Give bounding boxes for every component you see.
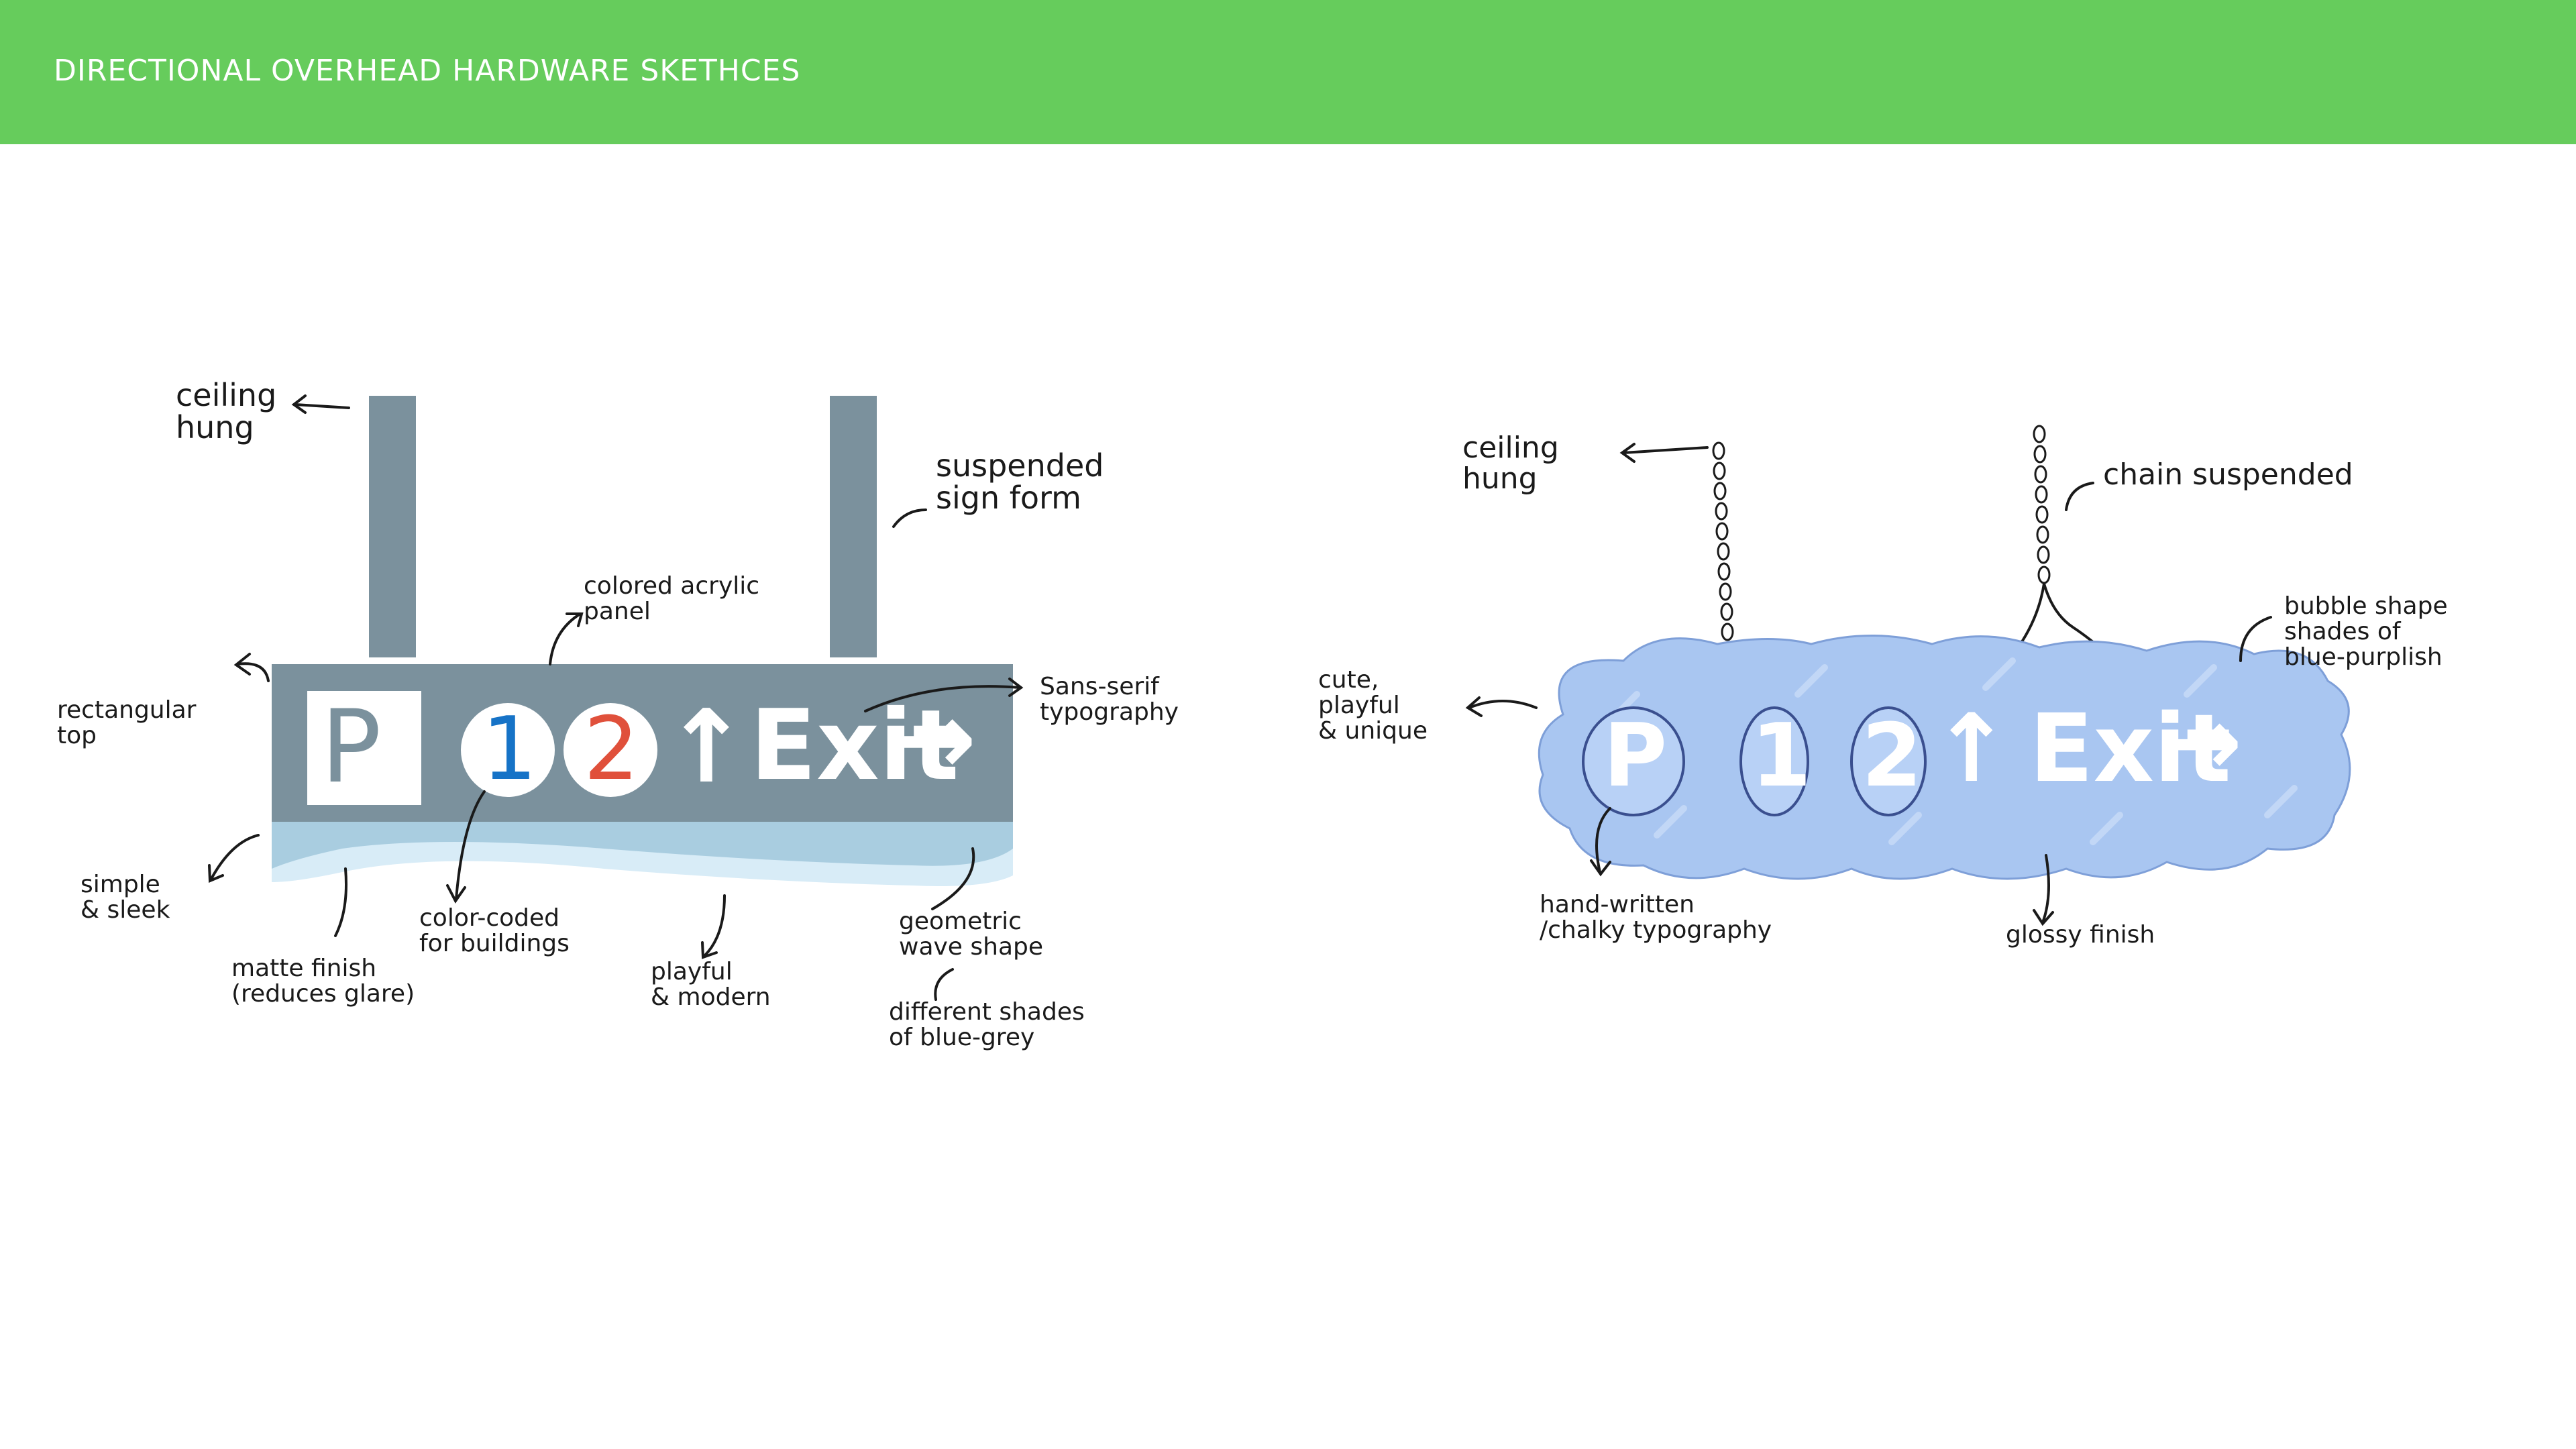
sketch1-note-suspended: suspended sign form xyxy=(936,447,1104,517)
sketch1-note-sans: Sans-serif typography xyxy=(1040,673,1179,726)
sketch1-note-matte: matte finish (reduces glare) xyxy=(231,955,415,1008)
sketch1-arrow-sans xyxy=(864,685,1021,712)
sketch2-arrow-glossy-head xyxy=(2033,909,2054,926)
sketch2-note-bubble: bubble shape shades of blue-purplish xyxy=(2284,592,2448,671)
sketch1-note-ceiling: ceiling hung xyxy=(176,377,277,446)
sketch2-oval-one xyxy=(1739,706,1809,816)
header-bar: DIRECTIONAL OVERHEAD HARDWARE SKETHCES xyxy=(0,0,2576,144)
sketch1-arrow-matte xyxy=(334,867,347,937)
sketch1-circle-one xyxy=(461,703,555,797)
sketch1-arrow-geometric xyxy=(931,847,975,910)
sketch2-arrow-hand xyxy=(1595,807,1611,873)
sketch2-note-hand: hand-written /chalky typography xyxy=(1540,891,1772,944)
sketch2-arrow-bubble xyxy=(2239,616,2272,662)
sketch1-arrow-color xyxy=(455,790,486,900)
sketch1-post-left xyxy=(369,396,416,657)
sketch2-arrow-chain xyxy=(2065,482,2094,511)
sketch1-note-rect-top: rectangular top xyxy=(57,696,197,749)
sketch1-arrow-color-head xyxy=(446,884,466,904)
sketch-canvas: P 1 2 ↑ Exit → ceiling hung suspended si… xyxy=(0,144,2576,1449)
sketch2-bubble xyxy=(1538,635,2351,880)
sketch1-note-simple: simple & sleek xyxy=(80,871,170,924)
sketch1-arrow-rect xyxy=(237,662,270,682)
sketch1-arrow-playful xyxy=(703,894,726,957)
sketch1-arrow-ceiling xyxy=(294,403,350,409)
sketch2-number-one: 1 xyxy=(1751,704,1812,806)
sketch2-arrow-cute-head xyxy=(1465,696,1483,717)
sketch2-note-ceiling: ceiling hung xyxy=(1462,431,1559,496)
sketch1-arrow-simple-head xyxy=(208,864,224,883)
sketch2-note-cute: cute, playful & unique xyxy=(1318,666,1428,745)
page-title: DIRECTIONAL OVERHEAD HARDWARE SKETHCES xyxy=(54,54,801,88)
sketch1-note-color: color-coded for buildings xyxy=(419,904,570,957)
sketch2-arrow-glossy xyxy=(2041,854,2050,924)
sketch1-arrow-acrylic-head xyxy=(566,612,584,627)
sketch1-note-playful: playful & modern xyxy=(651,958,771,1011)
sketch2-arrow-up-icon: ↑ xyxy=(1932,694,2011,804)
sketch1-exit-label: Exit xyxy=(750,689,959,802)
sketch2-number-two: 2 xyxy=(1862,704,1923,806)
sketch1-note-geometric: geometric wave shape xyxy=(899,908,1044,961)
sketch1-wave xyxy=(272,815,1013,869)
sketch1-number-two: 2 xyxy=(584,698,639,800)
sketch2-arrow-hand-head xyxy=(1590,859,1611,877)
sketch1-arrow-up-icon: ↑ xyxy=(664,689,749,806)
sketch2-arrow-right-icon: → xyxy=(2163,688,2243,797)
sketch1-p-letter: P xyxy=(321,689,382,806)
sketch1-note-acrylic: colored acrylic panel xyxy=(584,572,760,625)
sketch1-p-box xyxy=(307,691,421,805)
sketch2-note-glossy: glossy finish xyxy=(2006,921,2155,949)
sketch1-arrow-acrylic xyxy=(549,612,582,665)
sketch1-number-one: 1 xyxy=(482,698,537,800)
sketch1-post-right xyxy=(830,396,877,657)
sketch2-arrow-ceiling xyxy=(1622,446,1709,454)
sketch1-arrow-shades xyxy=(934,968,954,1001)
sketch1-arrow-rect-head xyxy=(233,653,251,676)
sketch1-arrow-simple xyxy=(210,834,260,880)
sketch1-arrow-suspended xyxy=(892,508,927,528)
sketch1-note-shades: different shades of blue-grey xyxy=(889,998,1085,1051)
sketch2-arrow-ceiling-head xyxy=(1619,443,1635,463)
sketch2-arrow-cute xyxy=(1468,700,1538,709)
sketch2-exit-label: Exit xyxy=(2029,694,2231,804)
sketch2-oval-two xyxy=(1850,706,1927,816)
sketch1-arrow-ceiling-head xyxy=(291,394,307,414)
sketch1-arrow-playful-head xyxy=(701,941,718,959)
sketch1-arrow-sans-head xyxy=(1008,678,1024,697)
sketch1-circle-two xyxy=(564,703,657,797)
sketch2-note-chain: chain suspended xyxy=(2103,458,2353,492)
sketch1-drawing xyxy=(208,394,2351,1001)
sketch2-p-letter: P xyxy=(1603,704,1668,806)
sketch2-oval-p xyxy=(1582,706,1685,816)
sketch1-arrow-right-icon: → xyxy=(892,681,977,798)
